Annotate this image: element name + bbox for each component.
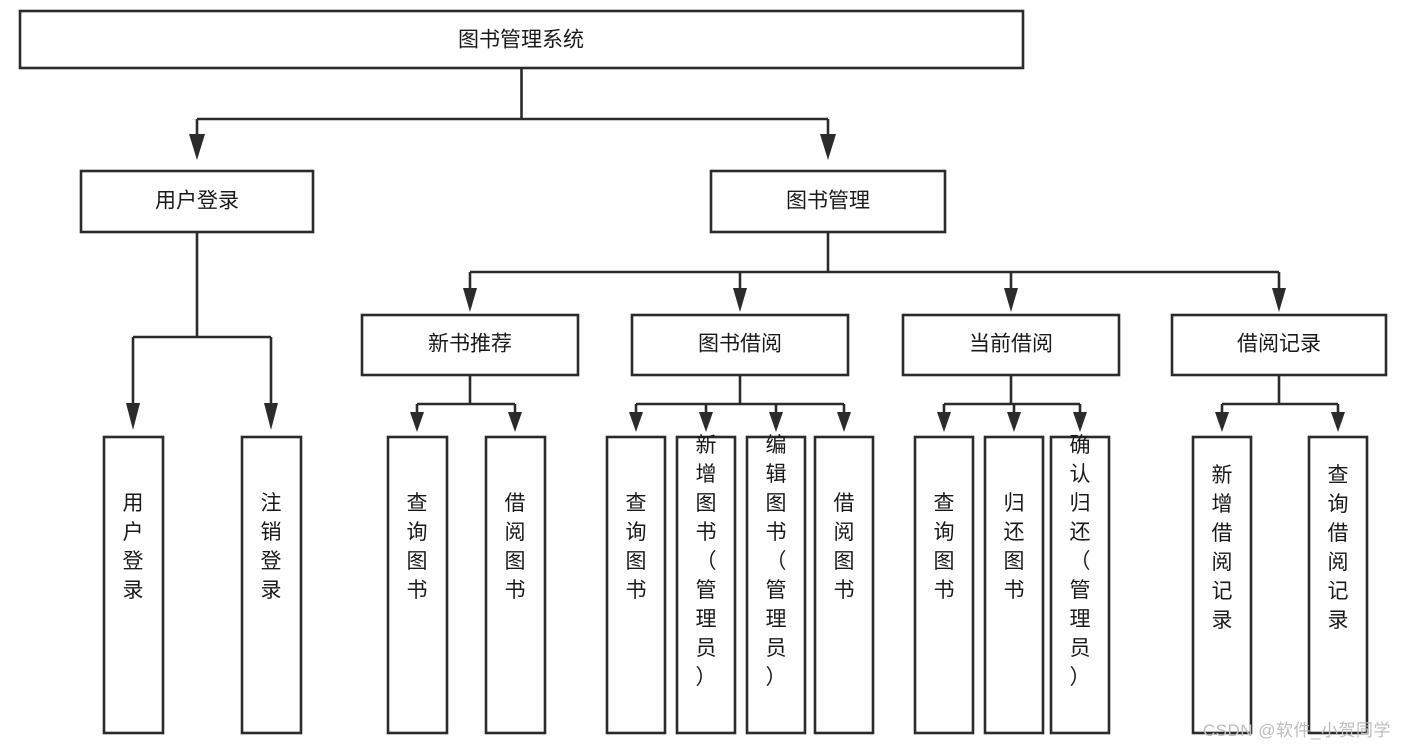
arrow-head-leaf-query-record: [1331, 412, 1345, 432]
node-root-label: 图书管理系统: [458, 29, 584, 52]
node-leaf-query-book-3-box[interactable]: [913, 435, 975, 735]
node-leaf-borrow-book-1[interactable]: 借阅图书: [484, 435, 547, 735]
node-leaf-confirm-return[interactable]: 确认归还（管理员）: [1049, 434, 1111, 735]
node-leaf-borrow-book-2-label: 借阅图书: [834, 492, 855, 602]
node-leaf-add-record-label: 新增借阅记录: [1212, 464, 1233, 632]
arrow-head-leaf-add-record: [1215, 412, 1229, 432]
node-leaf-query-record-box[interactable]: [1307, 435, 1369, 735]
node-new-book-recommend-box[interactable]: [360, 313, 580, 377]
node-current-borrow[interactable]: 当前借阅: [901, 313, 1121, 377]
connector-group-book-borrow: [629, 375, 851, 432]
node-user-login-label: 用户登录: [155, 190, 239, 213]
arrow-head-leaf-edit-book: [769, 412, 783, 432]
node-leaf-user-login-label: 用户登录: [123, 492, 144, 602]
connector-group-root: [189, 68, 836, 160]
arrow-head-user-login: [189, 134, 205, 160]
arrow-head-borrow-record: [1272, 288, 1286, 312]
connector-group-user-login: [126, 232, 278, 430]
node-user-login-box[interactable]: [79, 169, 315, 234]
node-leaf-confirm-return-box[interactable]: [1049, 435, 1111, 735]
node-book-manage[interactable]: 图书管理: [709, 169, 947, 234]
connector-group-borrow-record: [1215, 375, 1345, 432]
node-leaf-add-book-label: 新增图书（管理员）: [696, 434, 717, 689]
node-leaf-confirm-return-label: 确认归还（管理员）: [1070, 434, 1091, 689]
node-leaf-logout-login-label: 注销登录: [261, 492, 282, 602]
node-leaf-logout-login[interactable]: 注销登录: [240, 435, 303, 735]
node-book-borrow-box[interactable]: [630, 313, 850, 377]
watermark-label: CSDN @软件_小贺同学: [1202, 721, 1391, 740]
node-leaf-edit-book[interactable]: 编辑图书（管理员）: [745, 434, 807, 735]
node-current-borrow-box[interactable]: [901, 313, 1121, 377]
node-leaf-borrow-book-1-box[interactable]: [484, 435, 547, 735]
arrow-head-current-borrow: [1004, 288, 1018, 312]
connector-group-current-borrow: [937, 375, 1087, 432]
node-book-borrow[interactable]: 图书借阅: [630, 313, 850, 377]
node-current-borrow-label: 当前借阅: [969, 333, 1053, 356]
node-leaf-query-record-label: 查询借阅记录: [1328, 464, 1349, 632]
arrow-head-leaf-query-book-2: [629, 412, 643, 432]
node-book-borrow-label: 图书借阅: [698, 333, 782, 356]
arrow-head-leaf-add-book: [699, 412, 713, 432]
node-leaf-return-book-label: 归还图书: [1004, 492, 1025, 602]
node-leaf-query-book-2[interactable]: 查询图书: [605, 435, 667, 735]
arrow-head-book-borrow: [733, 288, 747, 312]
node-leaf-user-login[interactable]: 用户登录: [102, 435, 165, 735]
arrow-head-leaf-confirm-return: [1073, 412, 1087, 432]
node-borrow-record[interactable]: 借阅记录: [1170, 313, 1388, 377]
node-leaf-query-book-3[interactable]: 查询图书: [913, 435, 975, 735]
node-new-book-recommend[interactable]: 新书推荐: [360, 313, 580, 377]
node-leaf-add-record[interactable]: 新增借阅记录: [1191, 435, 1253, 735]
arrow-head-leaf-logout-login: [264, 403, 278, 430]
node-borrow-record-label: 借阅记录: [1237, 333, 1321, 356]
connector-group-book-manage: [463, 232, 1286, 312]
node-leaf-user-login-box[interactable]: [102, 435, 165, 735]
node-leaf-query-book-1-label: 查询图书: [407, 492, 428, 602]
node-leaf-query-book-3-label: 查询图书: [934, 492, 955, 602]
node-leaf-query-record[interactable]: 查询借阅记录: [1307, 435, 1369, 735]
node-leaf-add-record-box[interactable]: [1191, 435, 1253, 735]
arrow-head-leaf-borrow-book-2: [837, 412, 851, 432]
node-leaf-return-book[interactable]: 归还图书: [983, 435, 1045, 735]
node-book-manage-label: 图书管理: [786, 190, 870, 213]
node-new-book-recommend-label: 新书推荐: [428, 333, 512, 356]
node-leaf-borrow-book-1-label: 借阅图书: [505, 492, 526, 602]
arrow-head-leaf-query-book-1: [410, 412, 424, 432]
connector-group-new-book-recommend: [410, 375, 522, 432]
node-leaf-borrow-book-2-box[interactable]: [813, 435, 875, 735]
node-leaf-query-book-2-label: 查询图书: [626, 492, 647, 602]
arrow-head-leaf-borrow-book-1: [508, 412, 522, 432]
node-leaf-borrow-book-2[interactable]: 借阅图书: [813, 435, 875, 735]
node-root[interactable]: 图书管理系统: [18, 9, 1025, 70]
node-leaf-add-book[interactable]: 新增图书（管理员）: [675, 434, 737, 735]
node-leaf-return-book-box[interactable]: [983, 435, 1045, 735]
arrow-head-book-manage: [820, 134, 836, 160]
node-leaf-query-book-1-box[interactable]: [386, 435, 449, 735]
node-book-manage-box[interactable]: [709, 169, 947, 234]
node-borrow-record-box[interactable]: [1170, 313, 1388, 377]
arrow-head-leaf-user-login: [126, 403, 140, 430]
arrow-head-leaf-return-book: [1007, 412, 1021, 432]
node-leaf-query-book-2-box[interactable]: [605, 435, 667, 735]
node-leaf-query-book-1[interactable]: 查询图书: [386, 435, 449, 735]
node-leaf-add-book-box[interactable]: [675, 435, 737, 735]
node-user-login[interactable]: 用户登录: [79, 169, 315, 234]
node-leaf-logout-login-box[interactable]: [240, 435, 303, 735]
node-leaf-edit-book-label: 编辑图书（管理员）: [766, 434, 787, 689]
node-root-box[interactable]: [18, 9, 1025, 70]
arrow-head-new-book-recommend: [463, 288, 477, 312]
arrow-head-leaf-query-book-3: [937, 412, 951, 432]
node-leaf-edit-book-box[interactable]: [745, 435, 807, 735]
